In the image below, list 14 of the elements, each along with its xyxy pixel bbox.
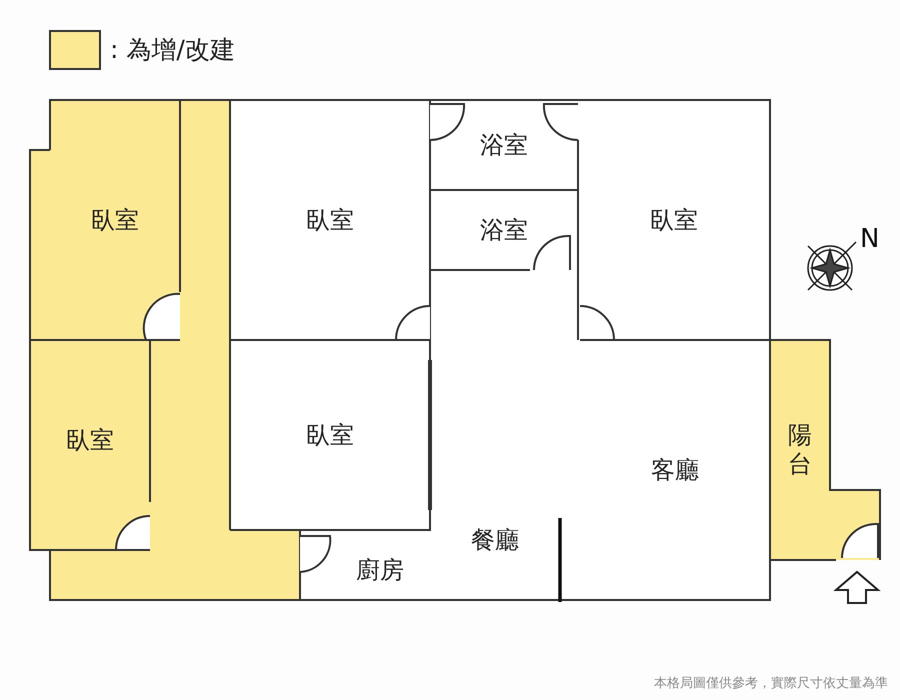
room-label: 臥室 <box>306 206 354 234</box>
room-label: 餐廳 <box>471 526 519 554</box>
room-label: 廚房 <box>356 556 404 584</box>
room-label: 客廳 <box>651 456 699 484</box>
room-label: 浴室 <box>480 130 528 160</box>
room-label: 臥室 <box>650 206 698 234</box>
legend-text: : 為增/改建 <box>110 34 235 66</box>
north-label: N <box>860 224 880 254</box>
room-label: 臥室 <box>66 426 114 454</box>
room-label: 浴室 <box>480 216 528 244</box>
room-label: 臥室 <box>91 206 139 234</box>
room-label: 臥室 <box>306 420 354 450</box>
room-label: 陽台 <box>787 421 813 479</box>
disclaimer-note: 本格局圖僅供參考，實際尺寸依丈量為準 <box>654 675 888 692</box>
